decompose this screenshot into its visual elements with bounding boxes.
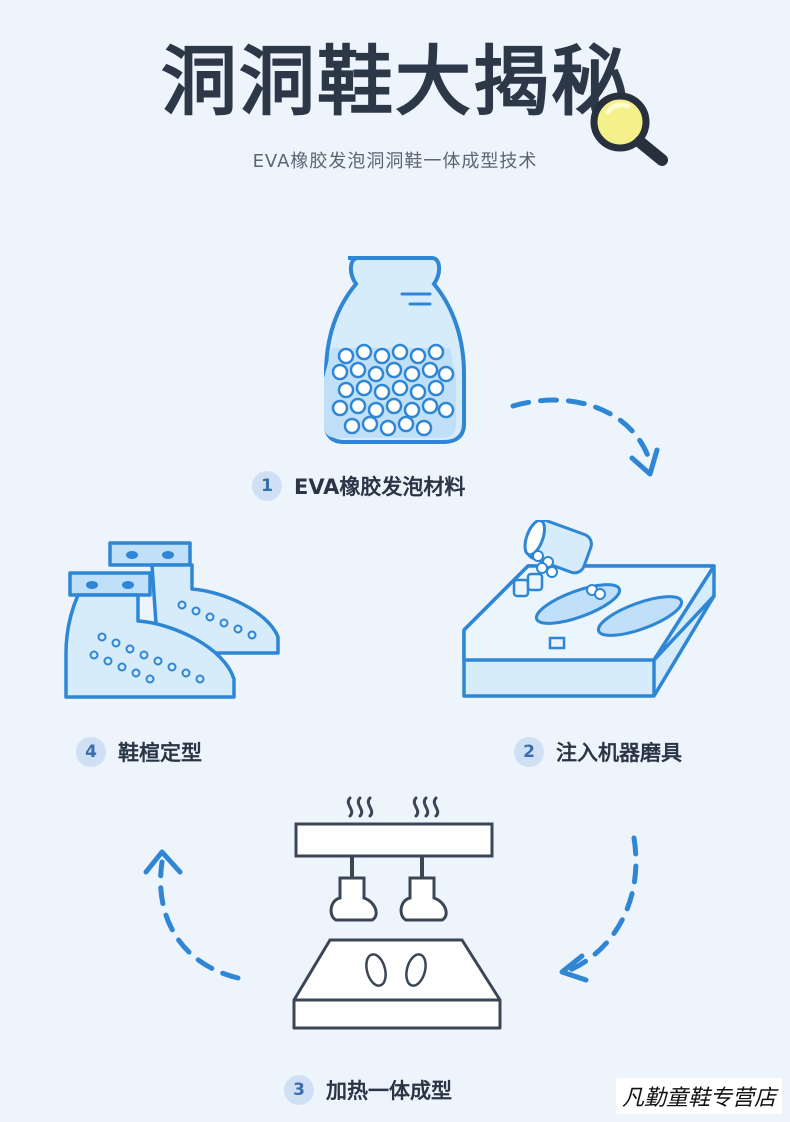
- mold-tray-illustration: [462, 520, 716, 698]
- arrow-step1-to-step2: [510, 397, 660, 477]
- step-number: 1: [252, 471, 282, 501]
- step-label: 注入机器磨具: [556, 741, 682, 765]
- shoe-last-illustration: [64, 541, 280, 699]
- step-4: 4 鞋楦定型: [76, 737, 202, 767]
- step-label: EVA橡胶发泡材料: [294, 475, 466, 499]
- magnifier-icon: [590, 92, 668, 166]
- heat-press-illustration: [292, 796, 502, 1030]
- eva-beads-jar-illustration: [324, 256, 466, 444]
- step-2: 2 注入机器磨具: [514, 737, 682, 767]
- step-3: 3 加热一体成型: [284, 1075, 452, 1105]
- step-label: 加热一体成型: [326, 1079, 452, 1103]
- step-1: 1 EVA橡胶发泡材料: [252, 471, 465, 501]
- step-label: 鞋楦定型: [118, 741, 202, 765]
- store-watermark: 凡勤童鞋专营店: [615, 1078, 782, 1114]
- arrow-step3-to-step4: [143, 849, 241, 981]
- page-title: 洞洞鞋大揭秘: [161, 37, 629, 126]
- page-subtitle: EVA橡胶发泡洞洞鞋一体成型技术: [252, 151, 538, 172]
- step-number: 2: [514, 737, 544, 767]
- step-number: 3: [284, 1075, 314, 1105]
- arrow-step2-to-step3: [559, 835, 639, 983]
- step-number: 4: [76, 737, 106, 767]
